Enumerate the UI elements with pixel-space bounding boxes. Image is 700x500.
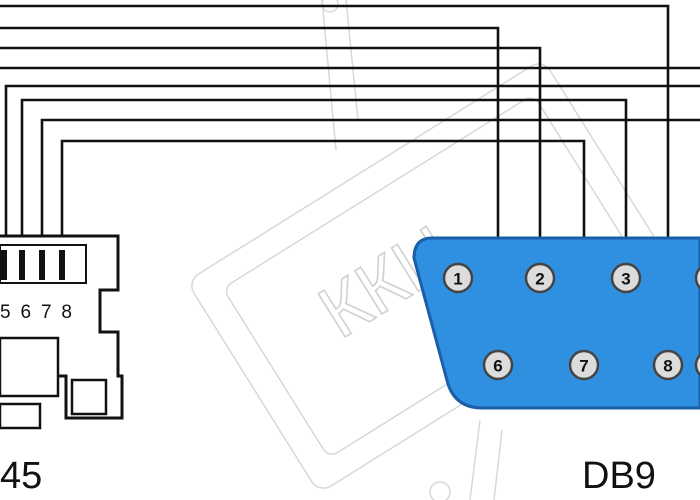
svg-text:8: 8	[663, 357, 672, 376]
svg-text:2: 2	[535, 270, 544, 289]
svg-text:7: 7	[579, 357, 588, 376]
db9-connector: 1 2 3 6 7 8	[412, 236, 700, 410]
db9-pin-partial-bottom	[694, 353, 700, 377]
db9-pin-8: 8	[652, 349, 684, 381]
rj45-contact	[59, 250, 65, 280]
db9-label: DB9	[582, 455, 656, 497]
rj45-connector: 5678	[0, 234, 124, 430]
svg-text:6: 6	[493, 357, 502, 376]
db9-pin-2: 2	[524, 262, 556, 294]
wire-off-right-b	[4, 84, 700, 255]
rj45-contact	[19, 250, 25, 280]
db9-pin-1: 1	[442, 262, 474, 294]
rj45-contact	[39, 250, 45, 280]
wire-to-db9-pin-3	[20, 98, 628, 278]
wire-to-db9-pin-2	[0, 46, 542, 278]
svg-text:3: 3	[621, 270, 630, 289]
rj45-label: 45	[0, 455, 42, 497]
wire-off-right-c	[40, 118, 700, 255]
db9-pin-7: 7	[568, 349, 600, 381]
rj45-contact	[1, 250, 7, 280]
db9-pin-6: 6	[482, 349, 514, 381]
svg-text:1: 1	[453, 270, 462, 289]
db9-pin-3: 3	[610, 262, 642, 294]
db9-pin-partial-top	[694, 266, 700, 290]
